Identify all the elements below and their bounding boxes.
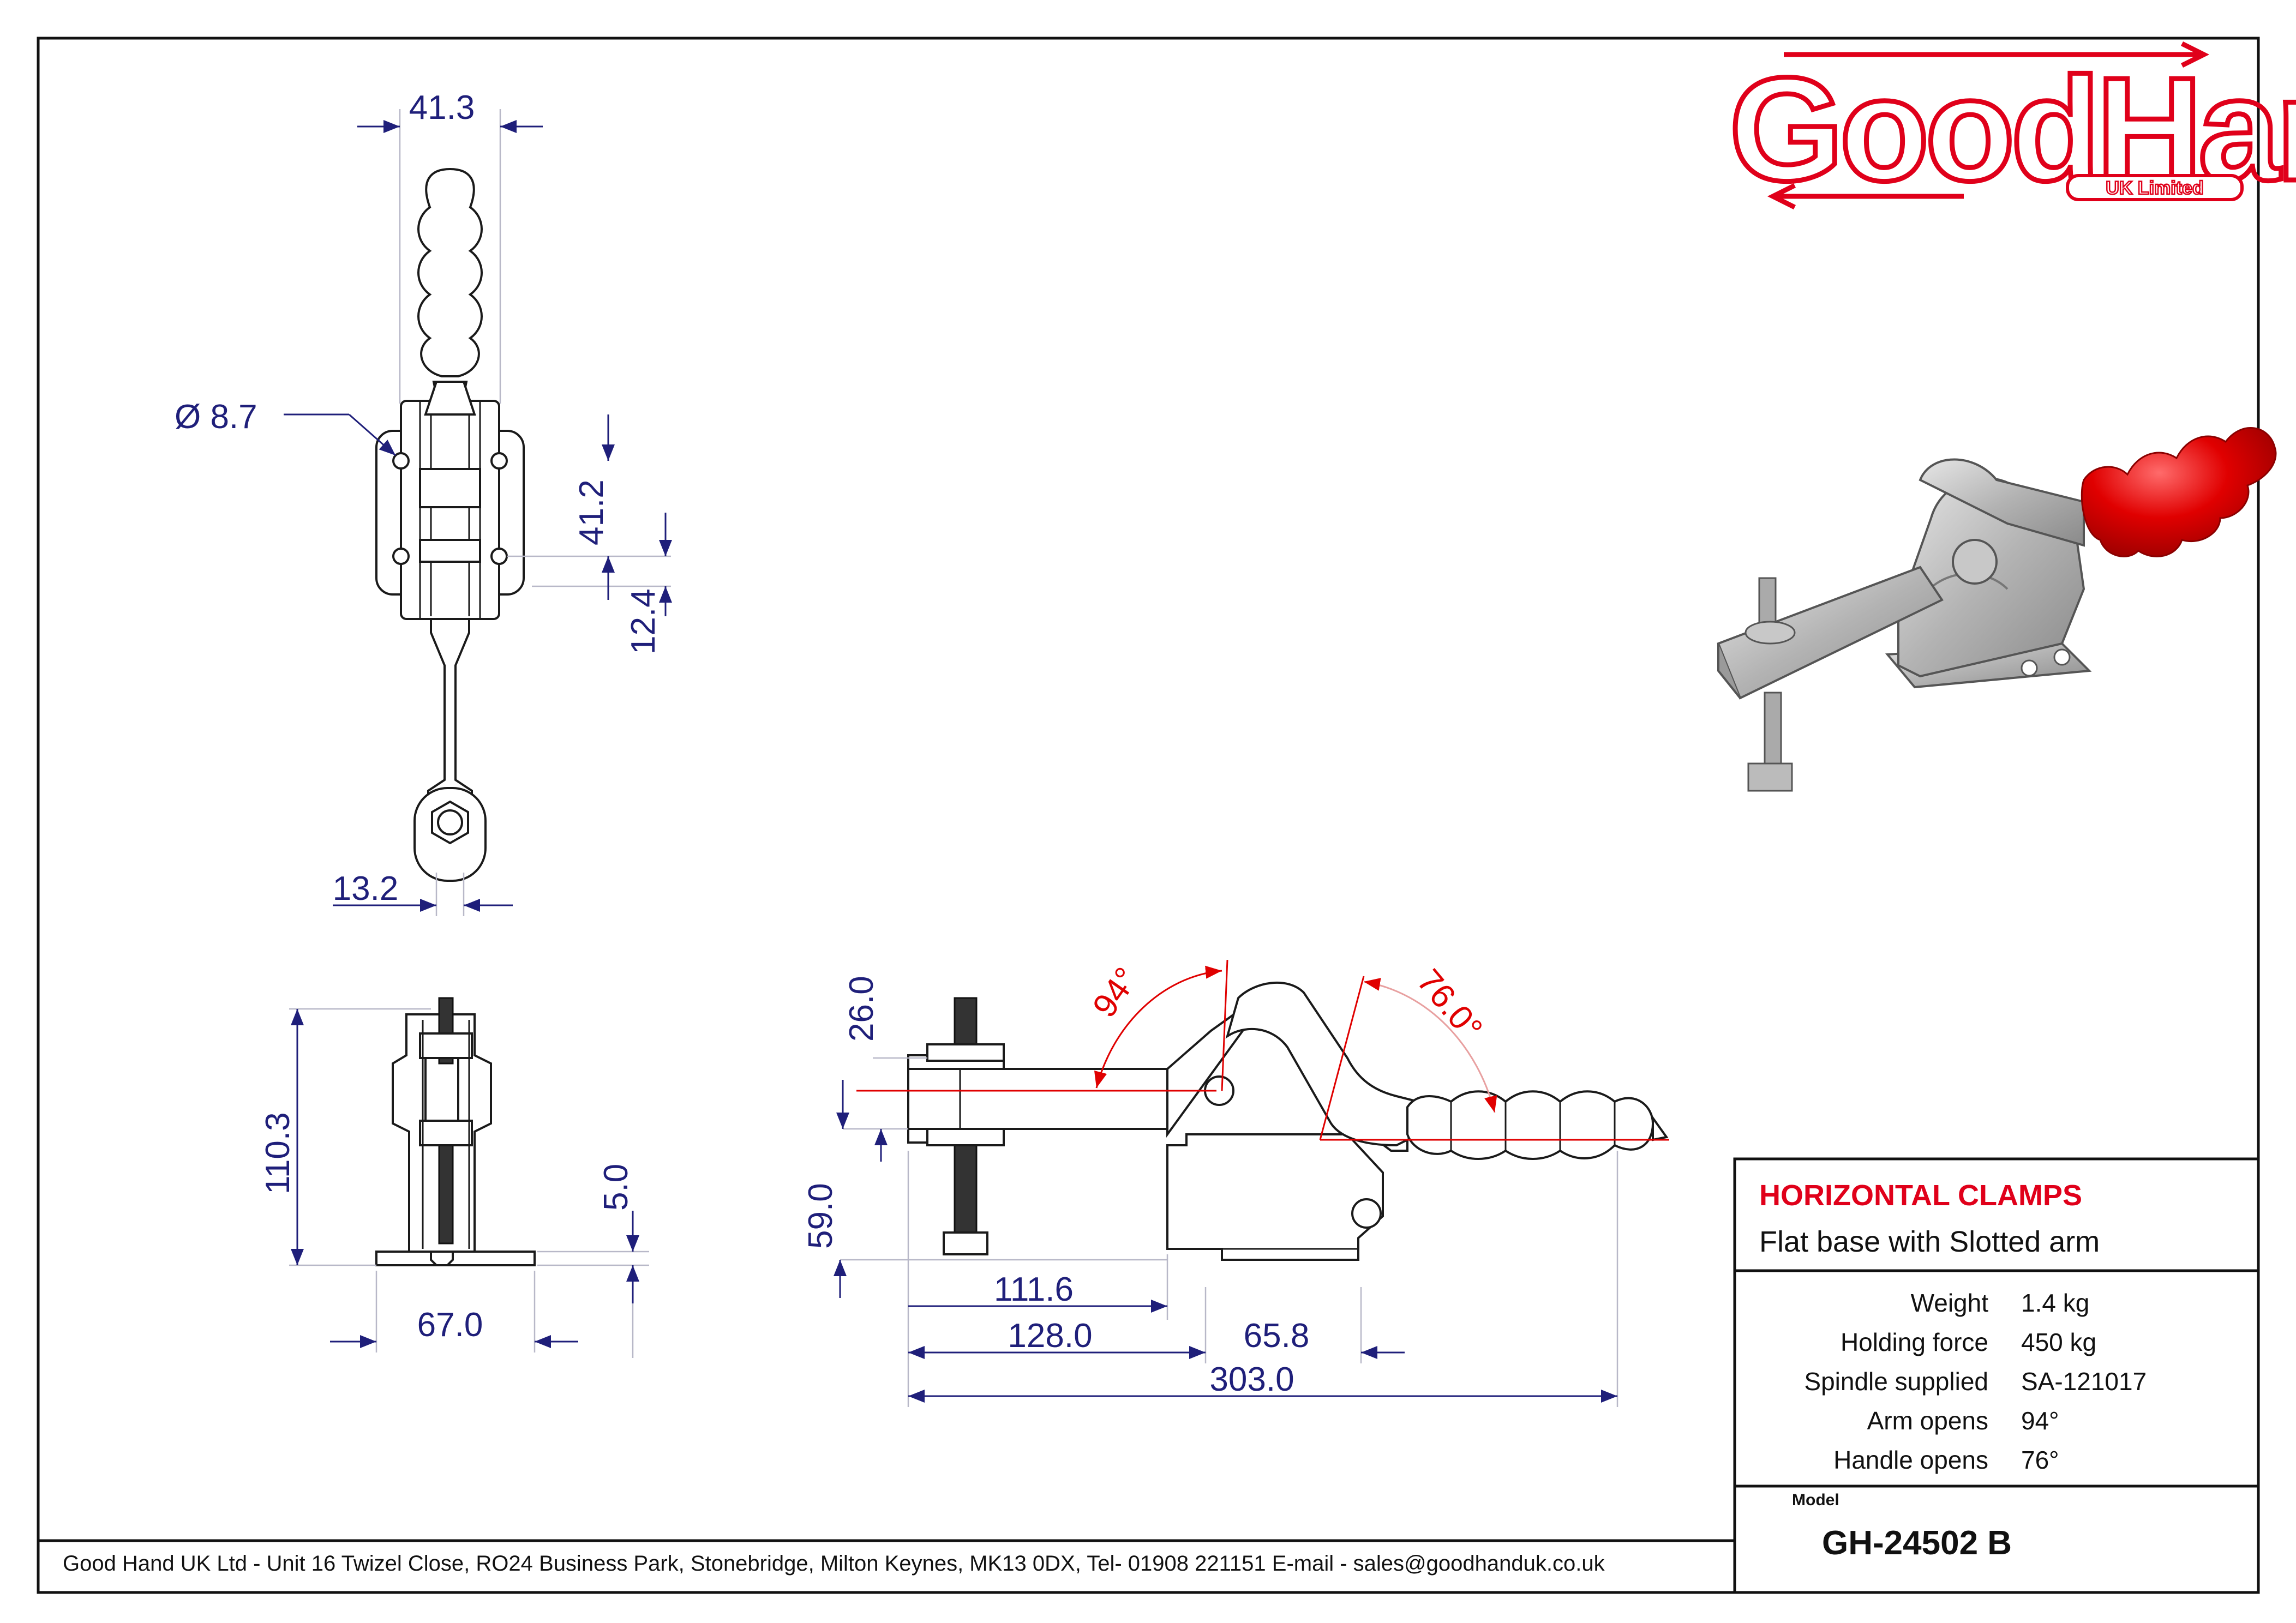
- footer: Good Hand UK Ltd - Unit 16 Twizel Close,…: [38, 1539, 1735, 1576]
- clamp-isometric-illustration: [1717, 427, 2277, 792]
- tb-model-number: GH-24502 B: [1822, 1524, 2012, 1562]
- spec-value-holding-force: 450 kg: [2021, 1328, 2096, 1356]
- dim-arm-width: 13.2: [333, 870, 399, 907]
- spec-label-holding-force: Holding force: [1841, 1328, 1988, 1356]
- side-view: 94° 76.0° 26.0 59.0 111.6 128.0 65.8 303…: [802, 959, 1669, 1407]
- tb-category: HORIZONTAL CLAMPS: [1759, 1179, 2082, 1212]
- dim-spindle-to-base: 111.6: [994, 1271, 1074, 1308]
- dim-arm-reach: 128.0: [1008, 1317, 1092, 1355]
- logo-subtitle: UK Limited: [2106, 178, 2203, 199]
- top-view: 41.3 Ø 8.7 41.2 12.4 13.2: [175, 89, 672, 916]
- dim-base-length: 65.8: [1244, 1317, 1310, 1355]
- spec-label-weight: Weight: [1911, 1289, 1989, 1317]
- spec-value-arm-opens: 94°: [2021, 1406, 2059, 1435]
- spec-value-spindle: SA-121017: [2021, 1367, 2147, 1396]
- dim-spindle-height: 26.0: [843, 976, 880, 1042]
- spec-label-spindle: Spindle supplied: [1804, 1367, 1988, 1396]
- spec-label-arm-opens: Arm opens: [1867, 1406, 1988, 1435]
- dim-base-thickness: 5.0: [597, 1164, 635, 1211]
- spec-value-weight: 1.4 kg: [2021, 1289, 2089, 1317]
- sheet-border: [37, 37, 2260, 1594]
- dim-end-height: 110.3: [259, 1112, 297, 1194]
- dim-hole-diameter: Ø 8.7: [175, 398, 257, 436]
- dim-base-width: 67.0: [417, 1306, 483, 1344]
- spec-label-handle-opens: Handle opens: [1833, 1446, 1988, 1474]
- dim-handle-width: 41.3: [409, 89, 475, 127]
- title-block: HORIZONTAL CLAMPS Flat base with Slotted…: [1733, 1157, 2260, 1594]
- tb-model-label: Model: [1792, 1491, 1839, 1509]
- end-view: 110.3 5.0 67.0: [259, 997, 649, 1358]
- spec-value-handle-opens: 76°: [2021, 1446, 2059, 1474]
- tb-description: Flat base with Slotted arm: [1759, 1225, 2100, 1258]
- dim-hole-spacing: 41.2: [573, 479, 610, 545]
- footer-address: Good Hand UK Ltd - Unit 16 Twizel Close,…: [63, 1552, 1605, 1576]
- dim-base-offset: 12.4: [625, 588, 662, 654]
- dim-arm-height: 59.0: [802, 1183, 840, 1249]
- dim-overall-length: 303.0: [1209, 1361, 1294, 1398]
